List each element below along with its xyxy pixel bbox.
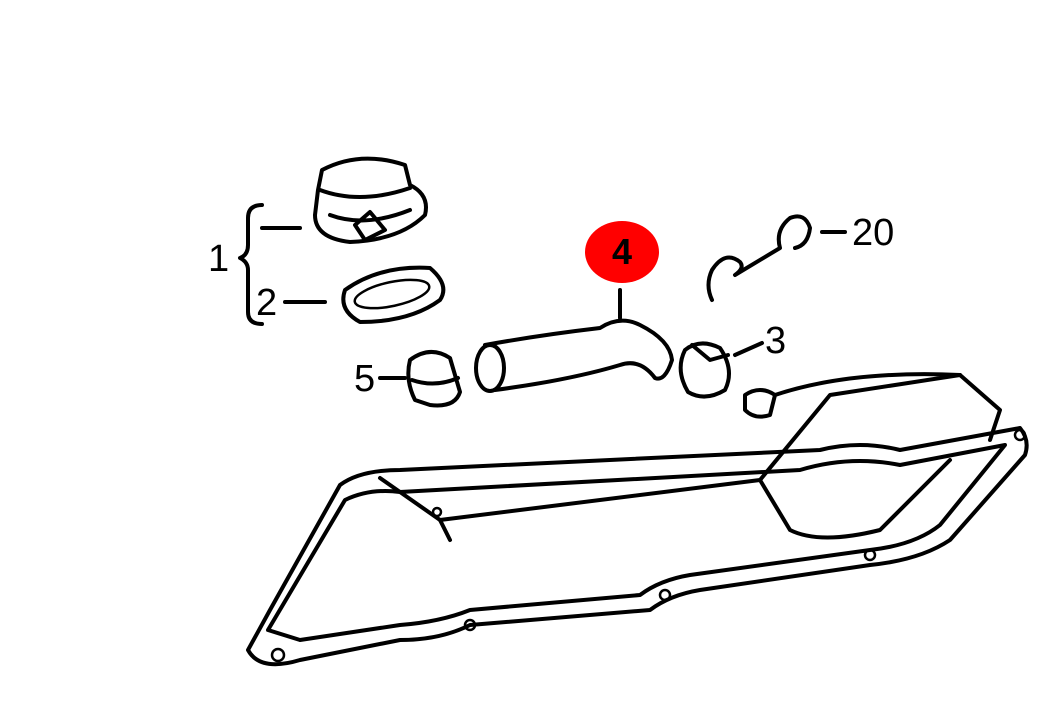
callout-4-highlighted[interactable]: 4	[585, 221, 659, 283]
group-bracket	[238, 203, 264, 326]
callout-4: 4	[611, 231, 633, 272]
leader-line-3	[733, 341, 764, 357]
oil-filler-cap[interactable]	[313, 156, 428, 244]
seal-ring[interactable]	[341, 265, 446, 324]
callout-2: 2	[256, 282, 278, 324]
valve-cover[interactable]	[246, 372, 1029, 667]
callout-1: 1	[208, 238, 230, 280]
callout-3: 3	[765, 320, 787, 362]
breather-hose[interactable]	[474, 288, 674, 393]
hose-clamp-3[interactable]	[678, 341, 731, 399]
callout-20: 20	[852, 212, 895, 254]
callout-5: 5	[354, 358, 376, 400]
retaining-clip[interactable]	[706, 214, 812, 302]
hose-clamp-5[interactable]	[406, 350, 462, 408]
